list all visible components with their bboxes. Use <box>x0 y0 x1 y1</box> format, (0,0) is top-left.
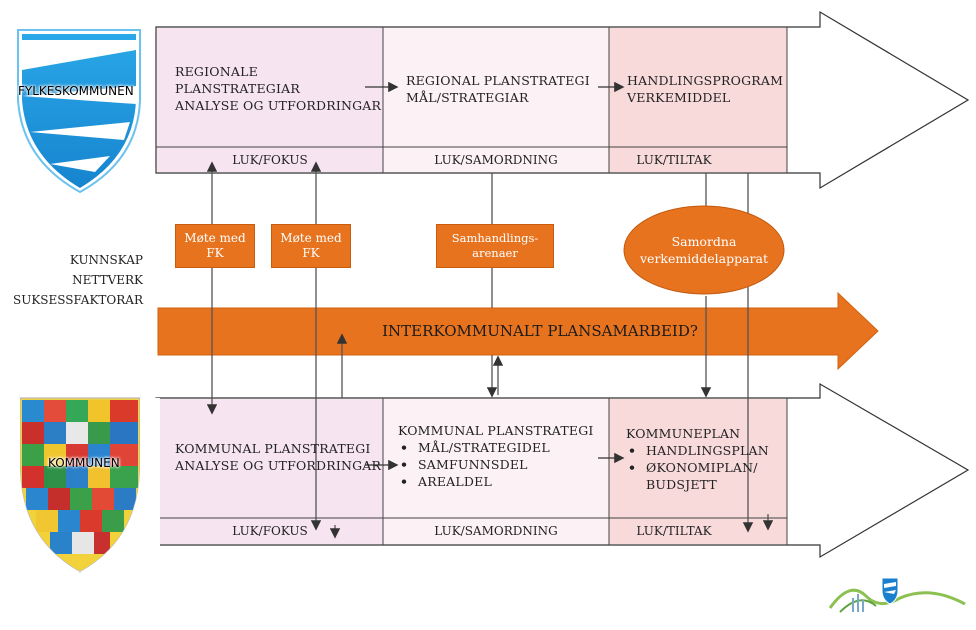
mote-1-line-2: FK <box>206 246 224 260</box>
logo-icon <box>828 577 966 613</box>
side-label-kunnskap: KUNNSKAP <box>69 253 143 267</box>
mote-1-line-1: Møte med <box>184 231 246 245</box>
side-label-nettverk: NETTVERK <box>72 273 143 287</box>
top-footer-luk-fokus: LUK/FOKUS <box>232 153 308 167</box>
top-cell-1-text: REGIONALE PLANSTRATEGIAR ANALYSE OG UTFO… <box>175 63 381 114</box>
bullet-mal-strategidel: MÅL/STRATEGIDEL <box>398 439 594 456</box>
top-cell-3-line-2: VERKEMIDDEL <box>627 90 731 105</box>
interkommunalt-label: INTERKOMMUNALT PLANSAMARBEID? <box>382 322 698 340</box>
top-cell-2-line-1: REGIONAL PLANSTRATEGI <box>406 73 590 88</box>
bullet-samfunnsdel: SAMFUNNSDEL <box>398 456 594 473</box>
samhandling-line-1: Samhandlings- <box>451 231 539 245</box>
samordna-ellipse <box>623 205 785 295</box>
top-cell-3-text: HANDLINGSPROGRAM VERKEMIDDEL <box>627 72 783 106</box>
top-cell-3-bg <box>609 28 787 172</box>
bottom-cell-3-title: KOMMUNEPLAN <box>626 426 741 441</box>
bullet-okonomiplan: ØKONOMIPLAN/ <box>626 459 769 476</box>
kommunen-label: KOMMUNEN <box>48 456 120 470</box>
side-label-suksessfaktorar: SUKSESSFAKTORAR <box>12 293 143 307</box>
bottom-footer-luk-tiltak: LUK/TILTAK <box>636 524 712 538</box>
top-cell-1-line-1: REGIONALE <box>175 64 258 79</box>
top-cell-2-text: REGIONAL PLANSTRATEGI MÅL/STRATEGIAR <box>406 72 590 106</box>
bottom-cell-1-text: KOMMUNAL PLANSTRATEGI ANALYSE OG UTFORDR… <box>175 440 381 474</box>
top-cell-3-line-1: HANDLINGSPROGRAM <box>627 73 784 88</box>
bottom-footer-luk-fokus: LUK/FOKUS <box>232 524 308 538</box>
bullet-arealdel: AREALDEL <box>398 473 594 490</box>
bullet-handlingsplan: HANDLINGSPLAN <box>626 442 769 459</box>
kommune-shield-icon <box>0 397 160 573</box>
fylke-shield-icon <box>17 29 141 194</box>
top-cell-2-line-2: MÅL/STRATEGIAR <box>406 90 529 105</box>
top-cell-1-line-3: ANALYSE OG UTFORDRINGAR <box>175 98 382 113</box>
interkommunalt-arrow <box>157 291 879 371</box>
samordna-ellipse-text: Samordna verkemiddelapparat <box>624 233 784 267</box>
ellipse-line-1: Samordna <box>671 234 737 249</box>
mote-2-line-2: FK <box>302 246 320 260</box>
mote-2-line-1: Møte med <box>280 231 342 245</box>
top-cell-1-bg <box>157 28 383 172</box>
bottom-cell-3-bullets: HANDLINGSPLAN ØKONOMIPLAN/ BUDSJETT <box>626 442 769 493</box>
bottom-cell-2-text: KOMMUNAL PLANSTRATEGI MÅL/STRATEGIDEL SA… <box>398 422 594 490</box>
samhandlingsarenaer-box: Samhandlings-arenaer <box>436 224 554 268</box>
top-cell-1-line-2: PLANSTRATEGIAR <box>175 81 300 96</box>
bottom-cell-1-line-2: ANALYSE OG UTFORDRINGAR <box>175 458 382 473</box>
bottom-cell-3-text: KOMMUNEPLAN HANDLINGSPLAN ØKONOMIPLAN/ B… <box>626 425 769 493</box>
samhandling-line-2: arenaer <box>472 246 518 260</box>
side-labels: KUNNSKAP NETTVERK SUKSESSFAKTORAR <box>0 250 143 310</box>
bullet-budsjett: BUDSJETT <box>646 477 717 492</box>
bottom-cell-1-bg <box>157 399 383 544</box>
bottom-cell-2-title: KOMMUNAL PLANSTRATEGI <box>398 423 594 438</box>
bottom-cell-2-bullets: MÅL/STRATEGIDEL SAMFUNNSDEL AREALDEL <box>398 439 594 490</box>
bottom-footer-luk-samordning: LUK/SAMORDNING <box>434 524 558 538</box>
top-footer-luk-samordning: LUK/SAMORDNING <box>434 153 558 167</box>
ellipse-line-2: verkemiddelapparat <box>639 251 768 266</box>
top-cell-2-bg <box>383 28 609 172</box>
top-footer-luk-tiltak: LUK/TILTAK <box>636 153 712 167</box>
bottom-cell-1-line-1: KOMMUNAL PLANSTRATEGI <box>175 441 371 456</box>
fylkeskommunen-label: FYLKESKOMMUNEN <box>18 84 134 98</box>
